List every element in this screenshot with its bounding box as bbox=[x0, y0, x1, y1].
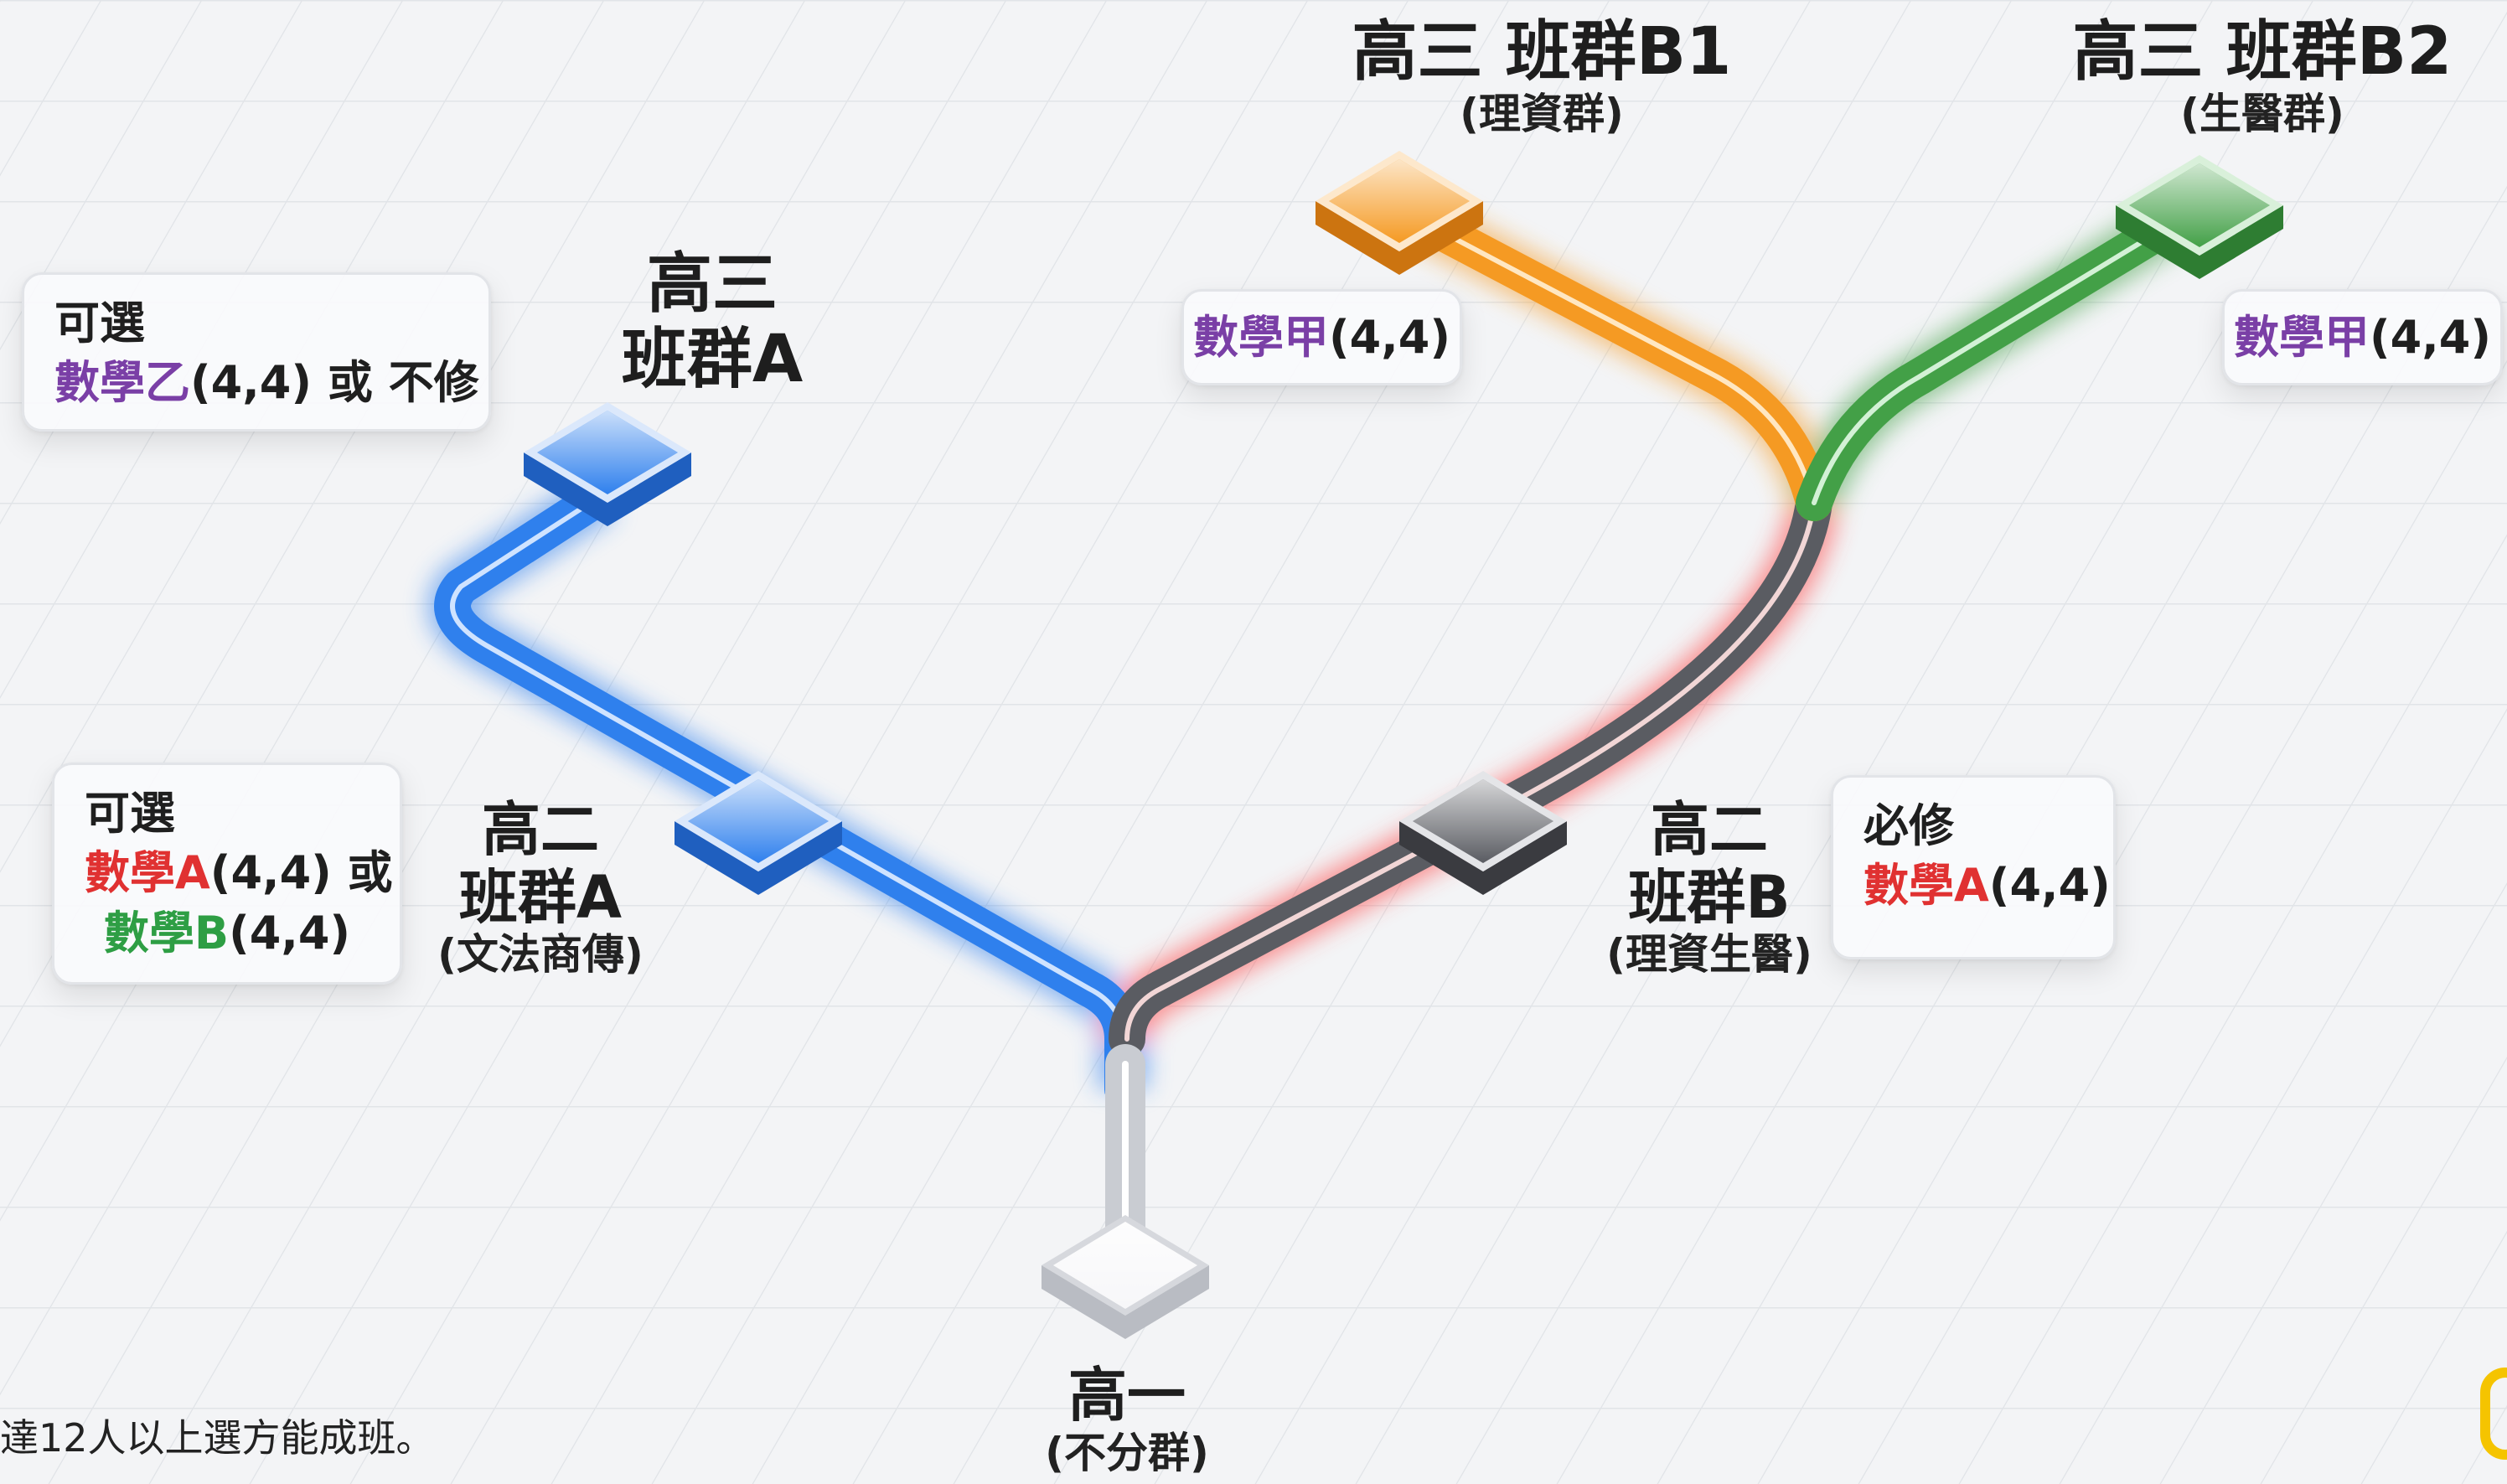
card-g12a-subject: 數學乙 bbox=[54, 356, 190, 410]
corner-badge bbox=[2480, 1368, 2507, 1460]
card-g11b-subject: 數學A bbox=[1863, 859, 1989, 913]
label-g11b-line2: 班群B bbox=[1628, 862, 1791, 932]
card-g12b2-subject: 數學甲 bbox=[2233, 310, 2370, 364]
card-g12b1-line: 數學甲(4,4) bbox=[1193, 308, 1450, 367]
card-g12b2: 數學甲(4,4) bbox=[2222, 289, 2503, 385]
card-g11a-subject1: 數學A bbox=[85, 846, 210, 900]
card-g11b-line1: 必修 bbox=[1863, 799, 1954, 852]
label-g12b2: 高三 班群B2 (生醫群) bbox=[2028, 14, 2497, 138]
card-g12a-connector: 或 不修 bbox=[312, 356, 479, 410]
node-g12b1 bbox=[1316, 151, 1483, 275]
card-g11a: 可選 數學A(4,4) 或 數學B(4,4) bbox=[52, 763, 402, 985]
card-g11b: 必修 數學A(4,4) bbox=[1831, 775, 2116, 959]
node-g11b bbox=[1399, 771, 1567, 895]
card-g11a-connector: 或 bbox=[331, 846, 393, 900]
card-g11a-line2: 數學A(4,4) 或 bbox=[85, 843, 393, 902]
label-g12b2-title: 高三 班群B2 bbox=[2072, 14, 2453, 90]
label-g12b2-sub: (生醫群) bbox=[2180, 89, 2344, 138]
footnote: 達12人以上選方能成班。 bbox=[0, 1415, 435, 1461]
card-g11a-credits2: (4,4) bbox=[229, 906, 351, 959]
card-g11a-line3: 數學B(4,4) bbox=[85, 903, 370, 963]
node-g12b2 bbox=[2116, 155, 2283, 279]
label-g12a: 高三 班群A bbox=[603, 246, 821, 397]
card-g12b1-subject: 數學甲 bbox=[1192, 310, 1329, 364]
card-g11b-line2: 數學A(4,4) bbox=[1863, 856, 2111, 915]
label-g12b1-sub: (理資群) bbox=[1460, 89, 1624, 138]
card-g12b2-credits: (4,4) bbox=[2369, 310, 2492, 364]
label-g11b: 高二 班群B (理資生醫) bbox=[1592, 796, 1827, 980]
card-g12a-line1: 可選 bbox=[54, 297, 145, 349]
card-g12b1-credits: (4,4) bbox=[1328, 310, 1451, 364]
label-g10-title: 高一 bbox=[1068, 1361, 1186, 1430]
card-g12a: 可選 數學乙(4,4) 或 不修 bbox=[22, 272, 491, 432]
label-g10-sub: (不分群) bbox=[1045, 1428, 1209, 1477]
label-g11b-line1: 高二 bbox=[1651, 795, 1768, 864]
label-g11b-sub: (理資生醫) bbox=[1606, 930, 1812, 979]
card-g12a-line2: 數學乙(4,4) 或 不修 bbox=[54, 353, 479, 412]
label-g11a-line2: 班群A bbox=[458, 862, 623, 932]
label-g11a: 高二 班群A (文法商傳) bbox=[423, 796, 658, 980]
card-g11b-credits: (4,4) bbox=[1988, 859, 2111, 913]
card-g12a-credits: (4,4) bbox=[190, 356, 313, 410]
label-g10: 高一 (不分群) bbox=[1031, 1362, 1223, 1477]
label-g12b1: 高三 班群B1 (理資群) bbox=[1240, 14, 1843, 138]
card-g12b2-line: 數學甲(4,4) bbox=[2234, 308, 2491, 367]
node-g12a bbox=[524, 402, 691, 526]
label-g12b1-title: 高三 班群B1 bbox=[1352, 14, 1732, 90]
node-g10 bbox=[1042, 1215, 1209, 1339]
card-g12b1: 數學甲(4,4) bbox=[1181, 289, 1462, 385]
card-g11a-subject2: 數學B bbox=[103, 906, 230, 959]
card-g11a-line1: 可選 bbox=[85, 787, 175, 840]
card-g11a-credits1: (4,4) bbox=[209, 846, 332, 900]
label-g11a-sub: (文法商傳) bbox=[437, 930, 644, 979]
label-g12a-line2: 班群A bbox=[621, 321, 804, 397]
node-g11a bbox=[675, 771, 842, 895]
label-g11a-line1: 高二 bbox=[482, 795, 599, 864]
tracks bbox=[434, 191, 2214, 1277]
label-g12a-line1: 高三 bbox=[646, 246, 778, 322]
